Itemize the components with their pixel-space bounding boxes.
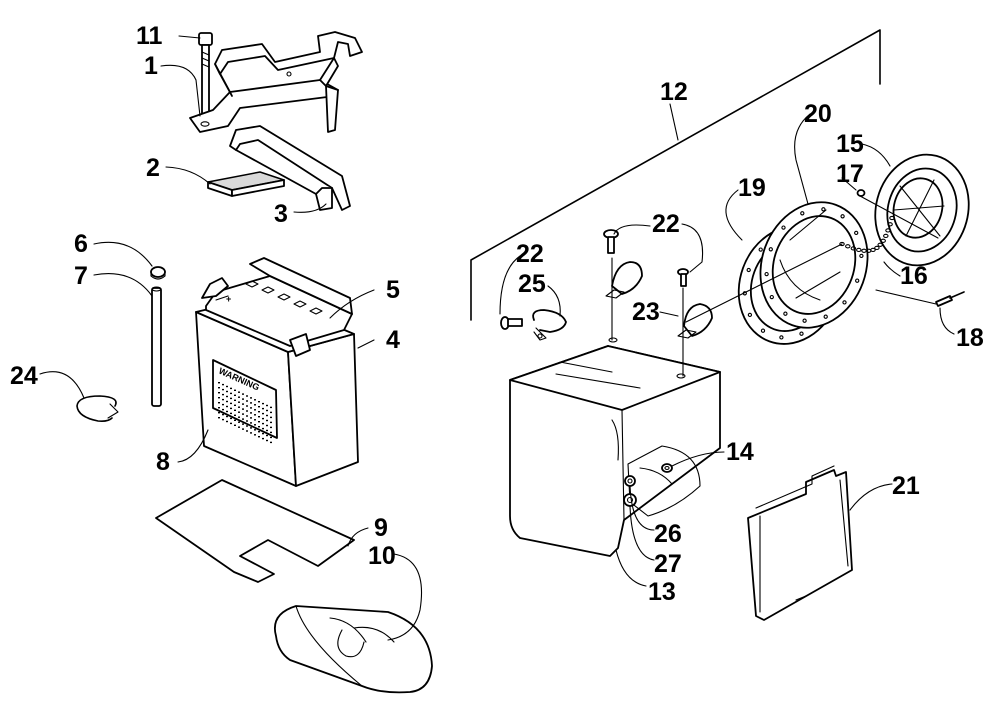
pad-part-2	[207, 171, 285, 197]
callout-numbers: 11 1 2 3 6 7 24 8 5 4 9 10 12 22 25 22 2…	[10, 22, 984, 606]
screw-part-22-top	[603, 229, 619, 254]
hold-down-bracket-part-1	[189, 31, 363, 133]
washer-part-27	[623, 493, 637, 507]
callout-24: 24	[10, 362, 38, 390]
callout-8: 8	[156, 448, 170, 476]
nut-part-14	[661, 463, 673, 473]
callout-22-top: 22	[652, 210, 680, 238]
cap-part-15	[874, 153, 970, 267]
liner-part-21	[747, 465, 853, 621]
bolt-part-11	[198, 32, 213, 124]
callout-1: 1	[144, 52, 158, 80]
callout-16: 16	[900, 262, 928, 290]
callout-13: 13	[648, 578, 676, 606]
callout-22-left: 22	[516, 240, 544, 268]
callout-11: 11	[136, 22, 163, 50]
callout-21: 21	[892, 472, 920, 500]
clamp-part-25	[532, 309, 567, 341]
svg-text:+: +	[226, 294, 231, 304]
vent-tube-part-7	[151, 286, 162, 407]
clamp-part-23-top	[605, 261, 643, 299]
callout-6: 6	[74, 230, 88, 258]
callout-10: 10	[368, 542, 396, 570]
screw-part-17	[856, 189, 866, 197]
callout-4: 4	[386, 326, 400, 354]
callout-19: 19	[738, 174, 766, 202]
nut-part-6	[150, 266, 166, 280]
callout-17: 17	[836, 160, 864, 188]
flange-part-20	[759, 201, 869, 329]
callout-18: 18	[956, 324, 984, 352]
callout-2: 2	[146, 154, 160, 182]
clamp-part-24	[76, 395, 119, 422]
callout-27: 27	[654, 550, 682, 578]
assembly-bracket-part-12	[470, 29, 881, 321]
callout-20: 20	[804, 100, 832, 128]
chain-part-16	[839, 215, 895, 253]
grommet-part-26	[624, 475, 636, 487]
warning-label-fine-print	[218, 382, 272, 444]
callout-26: 26	[654, 520, 682, 548]
callout-12: 12	[660, 78, 688, 106]
callout-25: 25	[518, 270, 546, 298]
leader-lines	[39, 35, 955, 641]
callout-14: 14	[726, 438, 754, 466]
channel-part-3	[229, 125, 351, 211]
mat-part-9	[155, 479, 355, 583]
callout-5: 5	[386, 276, 400, 304]
callout-7: 7	[74, 262, 88, 290]
callout-3: 3	[274, 200, 288, 228]
assembly-axis-lines	[611, 195, 939, 377]
callout-23: 23	[632, 298, 660, 326]
storage-box-part-13	[509, 337, 721, 557]
pin-part-18	[935, 291, 965, 307]
flange-bolt-holes	[764, 207, 864, 323]
callout-9: 9	[374, 514, 388, 542]
cover-part-10	[274, 605, 433, 694]
callout-15: 15	[836, 130, 864, 158]
screw-part-22-left	[500, 316, 523, 330]
screw-part-23	[677, 268, 689, 287]
